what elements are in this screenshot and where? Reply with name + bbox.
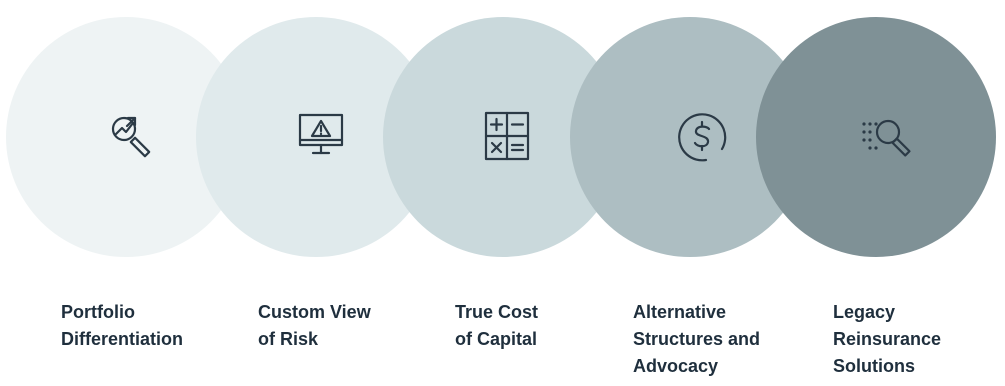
calculator-icon [475,105,539,169]
dollar-circle-icon [670,105,734,169]
circle-legacy-reinsurance [756,17,996,257]
label-legacy-reinsurance-solutions: Legacy Reinsurance Solutions [833,302,942,376]
magnifier-growth-chart-icon [102,105,166,169]
label-alternative-structures-and-advocacy: Alternative Structures and Advocacy [633,302,761,376]
dotted-search-icon [854,105,918,169]
label-true-cost-of-capital: True Cost of Capital [455,302,539,349]
label-custom-view-of-risk: Custom View of Risk [258,302,371,349]
label-portfolio-differentiation: Portfolio Differentiation [61,302,184,349]
monitor-warning-icon [289,105,353,169]
